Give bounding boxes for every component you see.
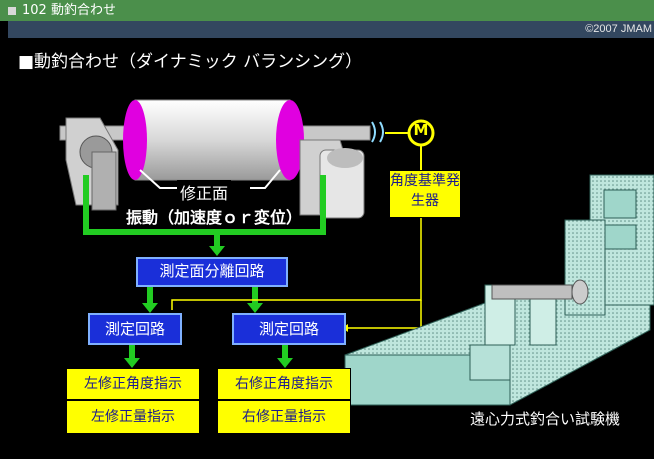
copyright-text: ©2007 JMAM [585,23,652,35]
machine-caption: 遠心力式釣合い試験機 [470,410,621,428]
window-title: 102 動釣合わせ [22,3,116,18]
left-bearing [65,117,119,211]
page-heading: ■動釣合わせ（ダイナミック バランシング） [18,52,363,72]
balancing-machine [344,174,654,406]
motor-symbol: M [413,121,429,139]
measure-circuit-right: 測定回路 [232,313,346,345]
correction-plane-label: 修正面 [177,180,232,204]
right-angle-box: 右修正角度指示 [217,368,351,400]
angle-generator-box: 角度基準発生器 [389,170,461,218]
rotor [123,99,304,181]
right-amount-box: 右修正量指示 [217,400,351,434]
vibration-lines [83,175,326,360]
arrow-heads [124,246,293,368]
sub-bar: ©2007 JMAM [8,21,654,38]
left-angle-box: 左修正角度指示 [66,368,200,400]
left-amount-box: 左修正量指示 [66,400,200,434]
plane-leader-left [139,169,185,189]
window-icon [8,6,16,15]
right-bearing [299,139,365,219]
measure-circuit-left: 測定回路 [88,313,182,345]
coupling-mark [371,121,384,143]
vibration-label: 振動（加速度ｏｒ変位） [126,208,303,227]
plane-leader-right [250,169,281,189]
title-bar: 102 動釣合わせ [0,0,654,21]
separation-circuit-box: 測定面分離回路 [136,257,288,287]
